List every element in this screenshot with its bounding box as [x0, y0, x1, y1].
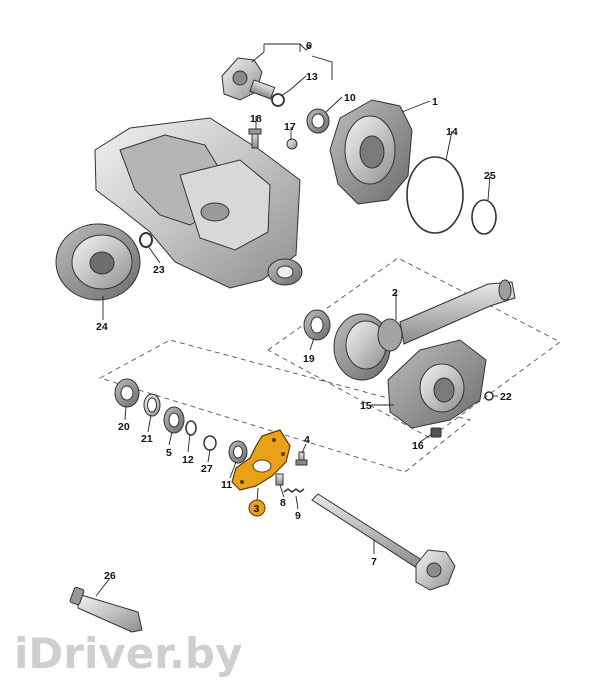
callout-4: 4: [304, 434, 310, 446]
part-25-o-ring: [471, 199, 497, 235]
callout-15: 15: [360, 400, 372, 412]
callout-19: 19: [303, 353, 315, 365]
part-8-pin: [275, 473, 284, 486]
part-21-ring: [143, 393, 161, 417]
part-19-seal: [303, 309, 331, 341]
part-20-bearing: [114, 378, 140, 408]
part-7-drive-shaft: [311, 493, 456, 591]
callout-23: 23: [153, 264, 165, 276]
part-4-bolt: [295, 451, 308, 466]
part-17-plug: [286, 138, 298, 150]
callout-18: 18: [250, 113, 262, 125]
callout-13: 13: [306, 71, 318, 83]
callout-17: 17: [284, 121, 296, 133]
callout-3-highlighted: 3: [248, 499, 266, 517]
part-12-ring: [185, 420, 197, 436]
part-18-bolt: [248, 128, 262, 149]
callout-6: 6: [306, 40, 312, 52]
part-11-bearing: [228, 440, 248, 464]
callout-21: 21: [141, 433, 153, 445]
callout-20: 20: [118, 421, 130, 433]
callout-16: 16: [412, 440, 424, 452]
group-boundary-lower: [98, 339, 471, 473]
watermark: iDriver.by: [14, 629, 242, 678]
callout-7: 7: [371, 556, 377, 568]
callout-25: 25: [484, 170, 496, 182]
part-16-block: [430, 427, 442, 438]
callout-11: 11: [221, 479, 232, 491]
callout-12: 12: [182, 454, 194, 466]
gearbox-housing: [94, 117, 303, 289]
part-9-spring: [283, 488, 305, 493]
leader-lines: [95, 43, 498, 597]
part-26-sealant-tube: [69, 586, 143, 633]
callout-5: 5: [166, 447, 172, 459]
part-27-ring: [203, 435, 217, 451]
callout-8: 8: [280, 497, 286, 509]
callout-24: 24: [96, 321, 108, 333]
part-2-pinion-shaft: [333, 279, 516, 381]
part-13-ring: [271, 93, 285, 107]
callout-2: 2: [392, 287, 398, 299]
callout-22: 22: [500, 391, 512, 403]
callout-9: 9: [295, 510, 301, 522]
part-24-bearing-housing: [55, 223, 141, 301]
part-5-seal: [163, 406, 185, 434]
part-6-drive-flange: [221, 57, 276, 101]
callout-26: 26: [104, 570, 116, 582]
part-10-seal: [306, 108, 330, 134]
callout-1: 1: [432, 96, 438, 108]
part-15-housing: [387, 339, 487, 429]
part-23-ring: [139, 232, 153, 248]
svg-text:3: 3: [254, 503, 260, 515]
callout-27: 27: [201, 463, 213, 475]
part-14-o-ring: [406, 156, 464, 234]
part-3-gasket-highlighted: [231, 429, 291, 491]
callout-labels: 6 13 10 1 18 17 14 25 23 2 24 19 15 22 2…: [96, 40, 512, 582]
callout-14: 14: [446, 126, 458, 138]
callout-10: 10: [344, 92, 356, 104]
part-1-housing-cover: [329, 99, 413, 205]
